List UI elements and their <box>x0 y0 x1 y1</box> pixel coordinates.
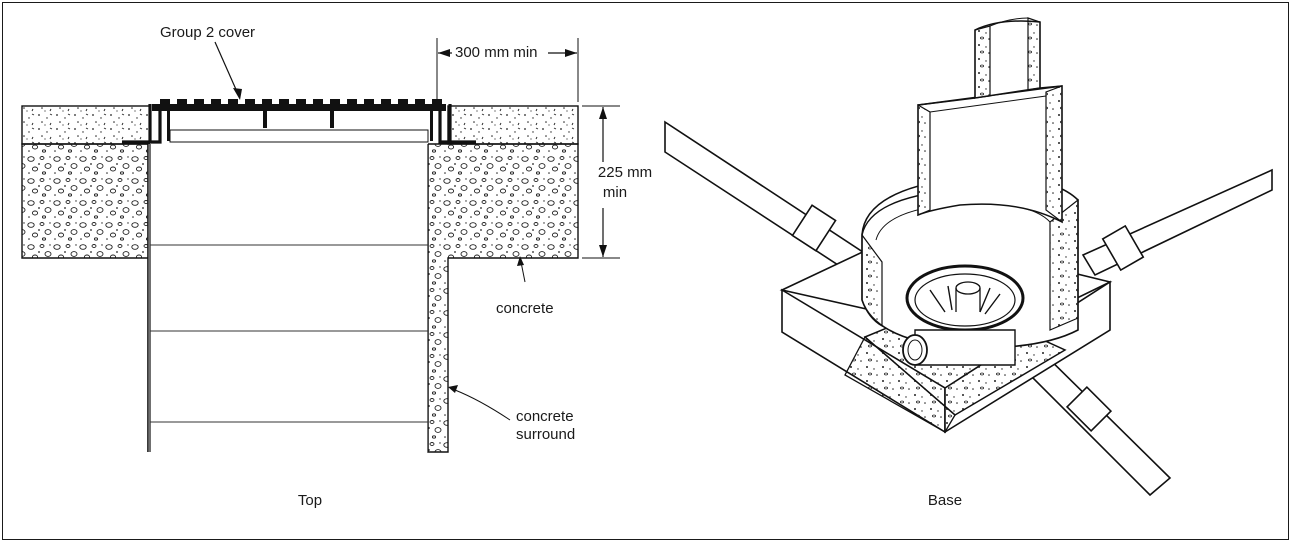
cover-label: Group 2 cover <box>160 24 256 41</box>
cover-ridge <box>262 99 272 105</box>
depth-label-unit: min <box>602 184 628 201</box>
cover-leader <box>214 41 239 95</box>
cover-ridge <box>228 99 238 105</box>
riser-shaft <box>917 17 1063 224</box>
inlet-pipe-right <box>1081 168 1273 277</box>
group-2-cover <box>152 99 446 141</box>
concrete-label: concrete <box>496 300 554 317</box>
surround-label-1: concrete <box>516 408 574 425</box>
cover-ridge <box>245 99 255 105</box>
cover-ridge <box>211 99 221 105</box>
shaft <box>150 140 428 452</box>
cover-ridge <box>364 99 374 105</box>
cover-ridge <box>296 99 306 105</box>
cover-ridge <box>194 99 204 105</box>
surround-label-2: surround <box>516 426 576 443</box>
caption-base: Base <box>927 492 963 509</box>
cover-ridge <box>177 99 187 105</box>
channel-base-unit <box>902 264 1025 366</box>
cover-ridge <box>279 99 289 105</box>
cover-ridge <box>415 99 425 105</box>
caption-top: Top <box>297 492 323 509</box>
cover-ridge <box>330 99 340 105</box>
depth-label-value: 225 mm <box>597 164 653 181</box>
cover-ridge <box>381 99 391 105</box>
cover-ridge <box>398 99 408 105</box>
cover-ridge <box>347 99 357 105</box>
inlet-pipe-left <box>664 120 874 280</box>
cover-ridge <box>313 99 323 105</box>
clearance-label: 300 mm min <box>455 44 538 61</box>
cover-ridge <box>160 99 170 105</box>
